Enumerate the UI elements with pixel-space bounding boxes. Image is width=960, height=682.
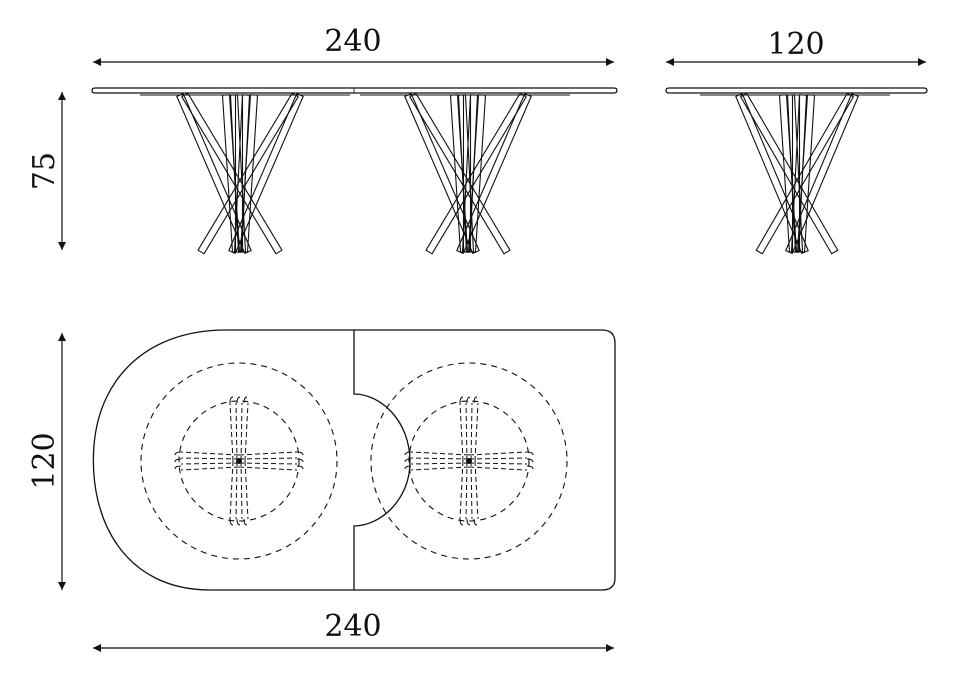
leg-footprint [238,451,298,456]
table-leg [404,93,480,254]
leg-footprint [465,402,468,462]
leg-footprint [235,402,238,462]
side-base [735,92,859,255]
side-elevation-view [665,87,928,255]
outer-base-circle [140,362,338,560]
plan-tabletop-left [92,329,411,591]
leg-footprint [474,460,479,520]
leg-footprint [410,451,470,456]
plan-width-label: 240 [324,609,381,644]
leg-footprint [235,460,238,520]
leg-foot [174,451,182,470]
base-center [236,458,242,464]
table-leg [176,93,252,254]
leg-footprint [229,402,234,462]
front-width-label: 240 [324,24,381,59]
leg-footprint [240,460,243,520]
leg-foot [459,518,478,526]
leg-footprint [468,466,528,471]
leg-foot [459,396,478,404]
plan-base-right [370,362,568,560]
leg-foot [229,396,248,404]
plan-view [92,329,616,591]
leg-footprint [180,457,240,460]
plan-tabletop-right [354,329,616,591]
side-width-label: 120 [767,27,824,62]
leg-footprint [240,402,243,462]
leg-footprint [468,462,528,465]
dimension-side-width: 120 [666,27,926,66]
plan-depth-label: 120 [27,432,62,489]
leg-footprint [459,460,464,520]
table-leg [785,93,859,254]
leg-footprint [410,462,470,465]
leg-footprint [244,402,249,462]
leg-foot [229,518,248,526]
front-tabletop [91,87,618,94]
leg-footprint [459,402,464,462]
leg-footprint [410,457,470,460]
table-leg [755,92,854,255]
dimension-height: 75 [27,92,66,250]
dimension-plan-width: 240 [93,609,614,652]
plan-base-left [140,362,338,560]
inner-base-circle [408,400,530,522]
leg-footprint [470,460,473,520]
leg-foot [296,451,304,470]
table-leg [234,94,244,253]
side-tabletop [665,87,928,94]
outer-base-circle [370,362,568,560]
leg-footprint [244,460,249,520]
front-elevation-view [91,87,618,255]
leg-footprint [238,457,298,460]
base-center [466,458,472,464]
leg-footprint [470,402,473,462]
leg-foot [526,451,534,470]
leg-footprint [410,466,470,471]
table-leg [462,94,472,253]
leg-footprint [474,402,479,462]
leg-footprint [468,457,528,460]
dimension-plan-depth: 120 [27,333,66,590]
leg-footprint [465,460,468,520]
table-leg [456,93,532,254]
table-leg [791,94,801,253]
leg-footprint [229,460,234,520]
leg-footprint [180,466,240,471]
height-label: 75 [27,152,62,190]
leg-footprint [180,451,240,456]
leg-footprint [238,462,298,465]
leg-footprint [468,451,528,456]
front-base-left [176,92,304,255]
front-base-right [404,92,532,255]
table-leg [735,93,809,254]
dimension-front-width: 240 [93,24,614,66]
leg-footprint [180,462,240,465]
table-leg [228,93,304,254]
inner-base-circle [178,400,300,522]
leg-foot [404,451,412,470]
leg-footprint [238,466,298,471]
